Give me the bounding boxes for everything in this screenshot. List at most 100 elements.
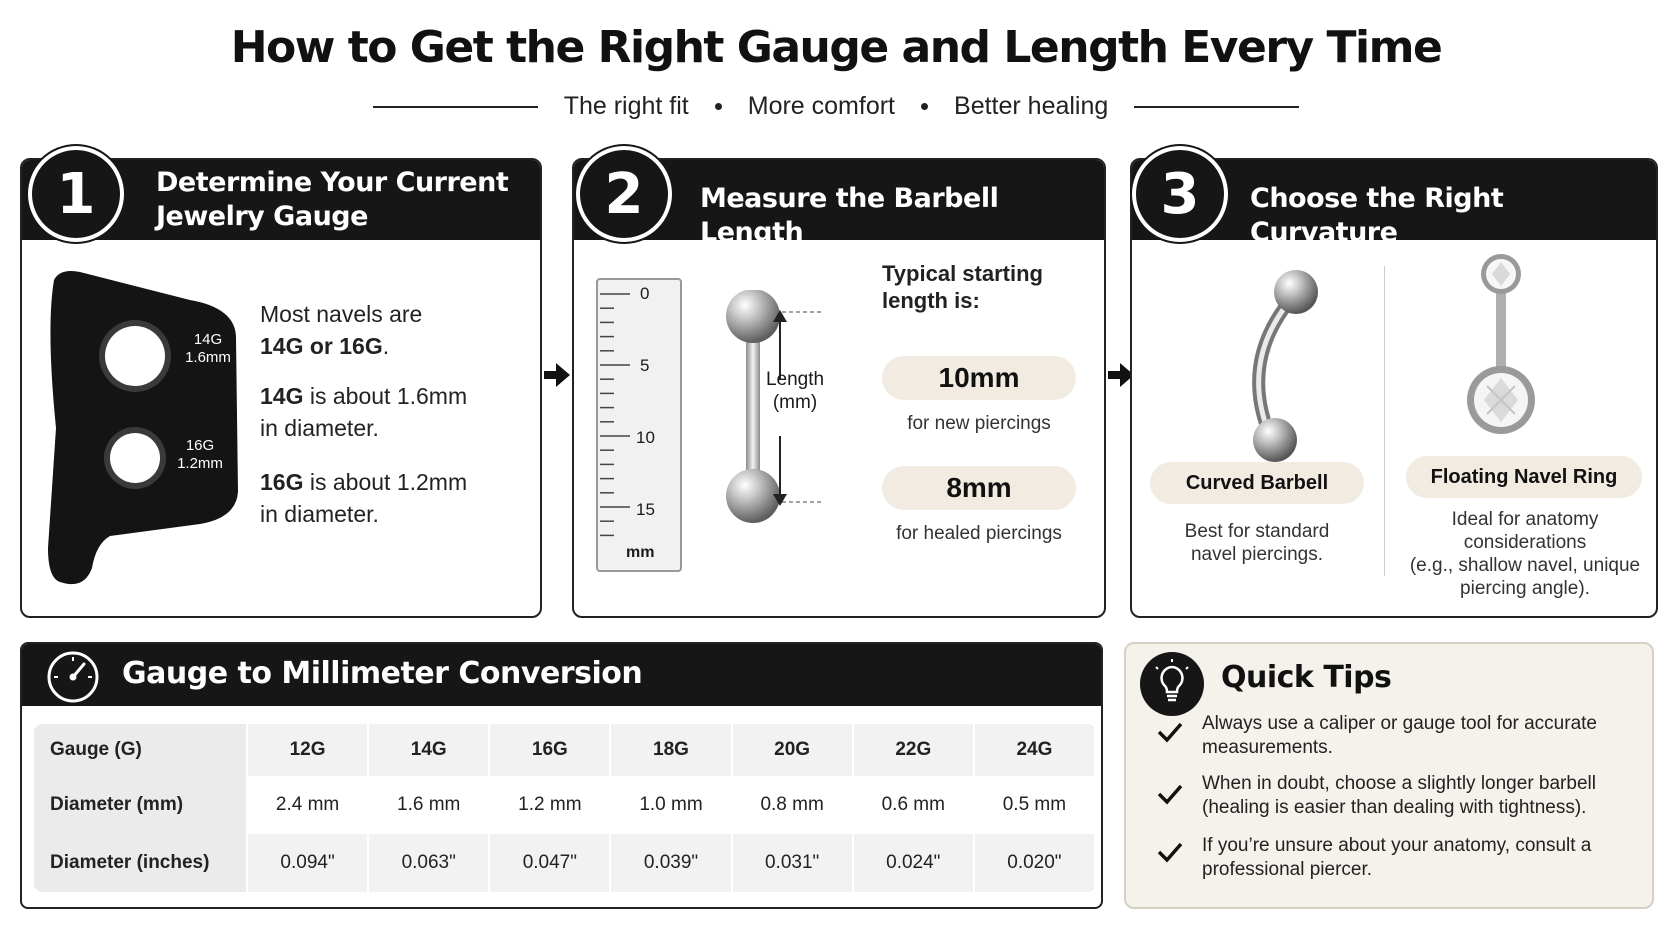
step3-title: Choose the Right Curvature xyxy=(1250,183,1504,248)
tip-item: Always use a caliper or gauge tool for a… xyxy=(1202,712,1622,760)
text: is about 1.2mm xyxy=(303,469,468,495)
table-row: Gauge (G) 12G 14G 16G 18G 20G 22G 24G xyxy=(34,724,1096,776)
curved-barbell-pill: Curved Barbell xyxy=(1150,462,1364,504)
step2-title: Measure the Barbell Length xyxy=(700,183,999,248)
conversion-card: Gauge to Millimeter Conversion Gauge (G)… xyxy=(20,642,1103,909)
step1-number-badge: 1 xyxy=(28,146,124,242)
step1-title-line: Jewelry Gauge xyxy=(156,201,368,232)
row-header: Diameter (mm) xyxy=(34,776,248,834)
ruler-number: 10 xyxy=(636,428,655,447)
table-cell: 16G xyxy=(490,724,612,776)
step1-text-16g: 16G is about 1.2mm in diameter. xyxy=(260,466,530,530)
table-cell: 0.6 mm xyxy=(853,776,975,834)
quick-tips-card: Quick Tips Always use a caliper or gauge… xyxy=(1124,642,1654,909)
desc-line: Best for standard xyxy=(1184,521,1330,542)
bullet-dot xyxy=(714,103,722,110)
step1-text-most: Most navels are 14G or 16G. xyxy=(260,298,530,362)
floating-navel-ring-image xyxy=(1467,254,1535,434)
table-cell: 22G xyxy=(853,724,975,776)
arrow-right-icon xyxy=(544,363,570,387)
desc-line: piercing angle). xyxy=(1460,578,1590,599)
conversion-header xyxy=(22,644,1101,706)
lightbulb-icon xyxy=(1140,652,1204,716)
text: . xyxy=(382,333,390,359)
table-cell: 1.6 mm xyxy=(369,776,491,834)
tip-line: Always use a caliper or gauge tool for a… xyxy=(1202,713,1597,734)
checkmark-icon xyxy=(1157,784,1183,805)
length-label-line: Length xyxy=(765,369,825,390)
table-cell: 0.063" xyxy=(369,834,491,892)
tool-label-gauge: 16G xyxy=(186,437,214,454)
ruler-number: 5 xyxy=(640,356,650,375)
gauge-dial-icon xyxy=(47,651,99,703)
text: Most navels are xyxy=(260,301,423,327)
ruler-number: 0 xyxy=(640,284,650,303)
table-cell: 1.0 mm xyxy=(611,776,733,834)
divider-right xyxy=(1134,105,1300,108)
length-arrow-icon xyxy=(773,310,787,506)
step2-number-badge: 2 xyxy=(576,146,672,242)
text-bold: 14G or 16G xyxy=(260,333,383,359)
step1-title-line: Determine Your Current xyxy=(156,167,509,198)
curved-barbell-image xyxy=(1252,270,1318,462)
length-label-line: (mm) xyxy=(772,392,818,413)
subtitle-item: Better healing xyxy=(954,92,1109,120)
tool-label-gauge: 14G xyxy=(194,331,222,348)
ruler-image: 0 5 10 15 mm xyxy=(596,278,682,572)
tip-line: measurements. xyxy=(1202,737,1333,758)
table-cell: 0.031" xyxy=(732,834,854,892)
vertical-divider xyxy=(1384,266,1385,576)
heading-line: Typical starting xyxy=(882,261,1043,286)
length-caption-healed: for healed piercings xyxy=(896,523,1062,544)
table-cell: 14G xyxy=(369,724,491,776)
text: is about 1.6mm xyxy=(303,383,468,409)
tool-label-mm: 1.6mm xyxy=(185,349,231,366)
tip-item: When in doubt, choose a slightly longer … xyxy=(1202,772,1622,820)
floating-ring-pill: Floating Navel Ring xyxy=(1406,456,1642,498)
conversion-table: Gauge (G) 12G 14G 16G 18G 20G 22G 24G Di… xyxy=(34,724,1096,892)
length-pill-healed: 8mm xyxy=(882,466,1076,510)
tip-line: (healing is easier than dealing with tig… xyxy=(1202,797,1587,818)
text-bold: 16G xyxy=(260,469,304,495)
tip-line: When in doubt, choose a slightly longer … xyxy=(1202,773,1596,794)
typical-length-heading: Typical starting length is: xyxy=(882,260,1043,314)
desc-line: (e.g., shallow navel, unique xyxy=(1409,555,1641,576)
ruler-number: 15 xyxy=(636,500,655,519)
tip-item: If you’re unsure about your anatomy, con… xyxy=(1202,834,1622,882)
table-cell: 0.5 mm xyxy=(974,776,1096,834)
step1-title: Determine Your Current Jewelry Gauge xyxy=(156,166,509,234)
step3-number-badge: 3 xyxy=(1132,146,1228,242)
desc-line: Ideal for anatomy xyxy=(1451,509,1599,530)
tip-line: If you’re unsure about your anatomy, con… xyxy=(1202,835,1592,856)
desc-line: navel piercings. xyxy=(1190,544,1324,565)
step2-card: Measure the Barbell Length 0 5 10 15 mm xyxy=(572,158,1106,618)
text: in diameter. xyxy=(260,415,379,441)
text: in diameter. xyxy=(260,501,379,527)
page-title: How to Get the Right Gauge and Length Ev… xyxy=(230,22,1443,73)
table-cell: 0.047" xyxy=(490,834,612,892)
tip-line: professional piercer. xyxy=(1202,859,1373,880)
table-cell: 0.8 mm xyxy=(732,776,854,834)
table-cell: 24G xyxy=(974,724,1096,776)
table-cell: 2.4 mm xyxy=(248,776,370,834)
text-bold: 14G xyxy=(260,383,304,409)
table-cell: 12G xyxy=(248,724,370,776)
divider-left xyxy=(372,105,538,108)
step1-text-14g: 14G is about 1.6mm in diameter. xyxy=(260,380,530,444)
floating-ring-desc: Ideal for anatomy considerations (e.g., … xyxy=(1394,508,1656,600)
checkmark-icon xyxy=(1157,722,1183,743)
row-header: Diameter (inches) xyxy=(34,834,248,892)
curved-barbell-desc: Best for standard navel piercings. xyxy=(1142,520,1372,566)
table-cell: 0.020" xyxy=(974,834,1096,892)
table-cell: 0.024" xyxy=(853,834,975,892)
tool-label-mm: 1.2mm xyxy=(177,455,223,472)
desc-line: considerations xyxy=(1463,532,1587,553)
table-row: Diameter (mm) 2.4 mm 1.6 mm 1.2 mm 1.0 m… xyxy=(34,776,1096,834)
gauge-tool-image: 14G 1.6mm 16G 1.2mm xyxy=(48,271,238,585)
length-pill-new: 10mm xyxy=(882,356,1076,400)
table-cell: 18G xyxy=(611,724,733,776)
subtitle-item: More comfort xyxy=(747,92,896,120)
subtitle-item: The right fit xyxy=(563,92,689,120)
length-caption-new: for new piercings xyxy=(907,413,1051,434)
straight-barbell-image xyxy=(726,290,824,523)
